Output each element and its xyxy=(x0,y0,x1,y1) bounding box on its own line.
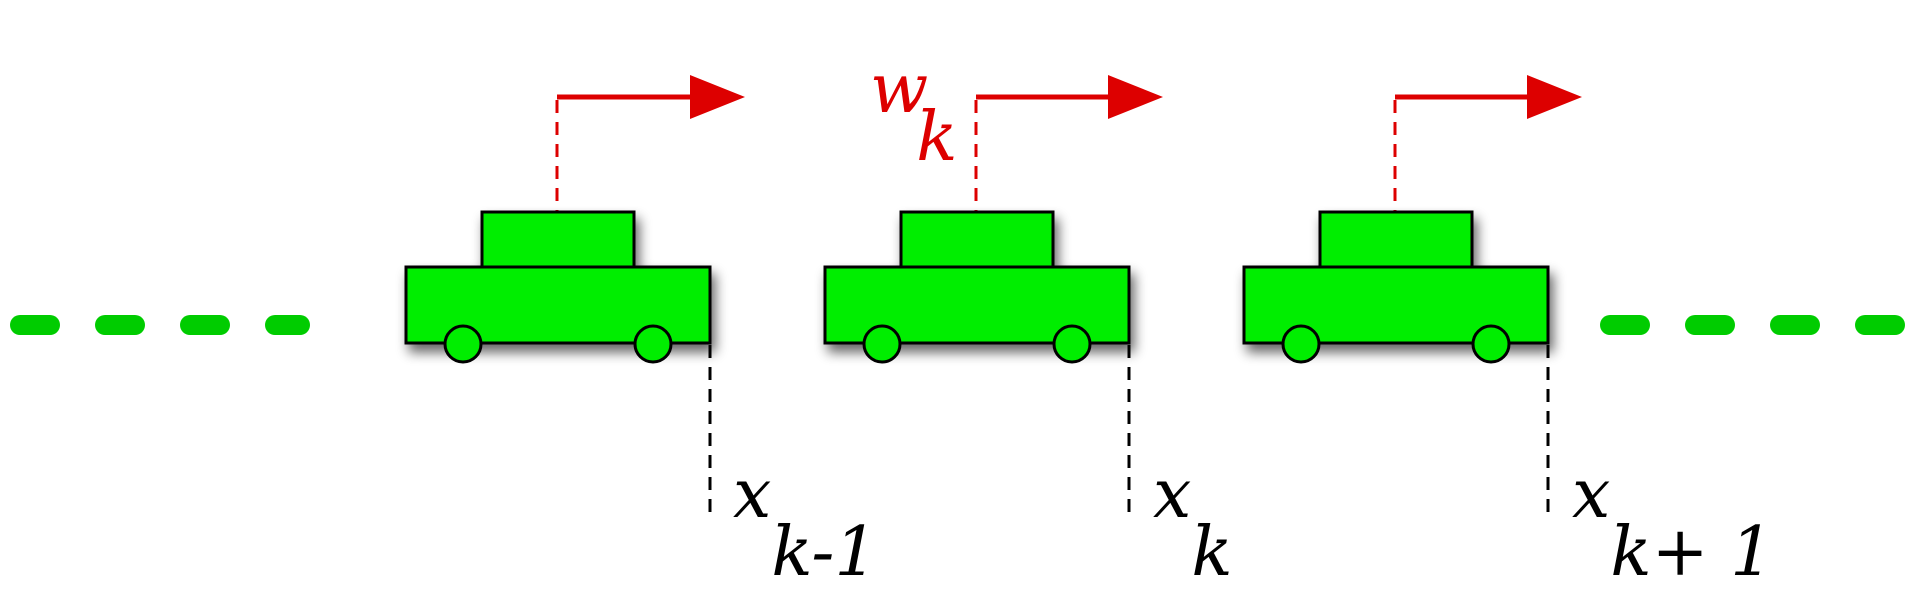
car-1: xk-1 xyxy=(404,75,878,592)
car-2-position-label: xk xyxy=(1153,455,1233,592)
car-1-position-label: xk-1 xyxy=(733,455,878,592)
car-3: xk+ 1 xyxy=(1242,75,1773,592)
car-3-front-wheel xyxy=(1471,324,1511,364)
car-2-body xyxy=(823,210,1131,345)
car-1-arrowhead xyxy=(690,75,745,119)
car-3-arrowhead xyxy=(1527,75,1582,119)
car-1-body xyxy=(404,210,712,345)
car-2-arrowhead xyxy=(1108,75,1163,119)
car-3-rear-wheel xyxy=(1281,324,1321,364)
car-3-body xyxy=(1242,210,1550,345)
car-2-rear-wheel xyxy=(862,324,902,364)
car-1-front-wheel xyxy=(633,324,673,364)
car-3-position-label: xk+ 1 xyxy=(1572,455,1773,592)
car-2-front-wheel xyxy=(1052,324,1092,364)
car-1-rear-wheel xyxy=(443,324,483,364)
